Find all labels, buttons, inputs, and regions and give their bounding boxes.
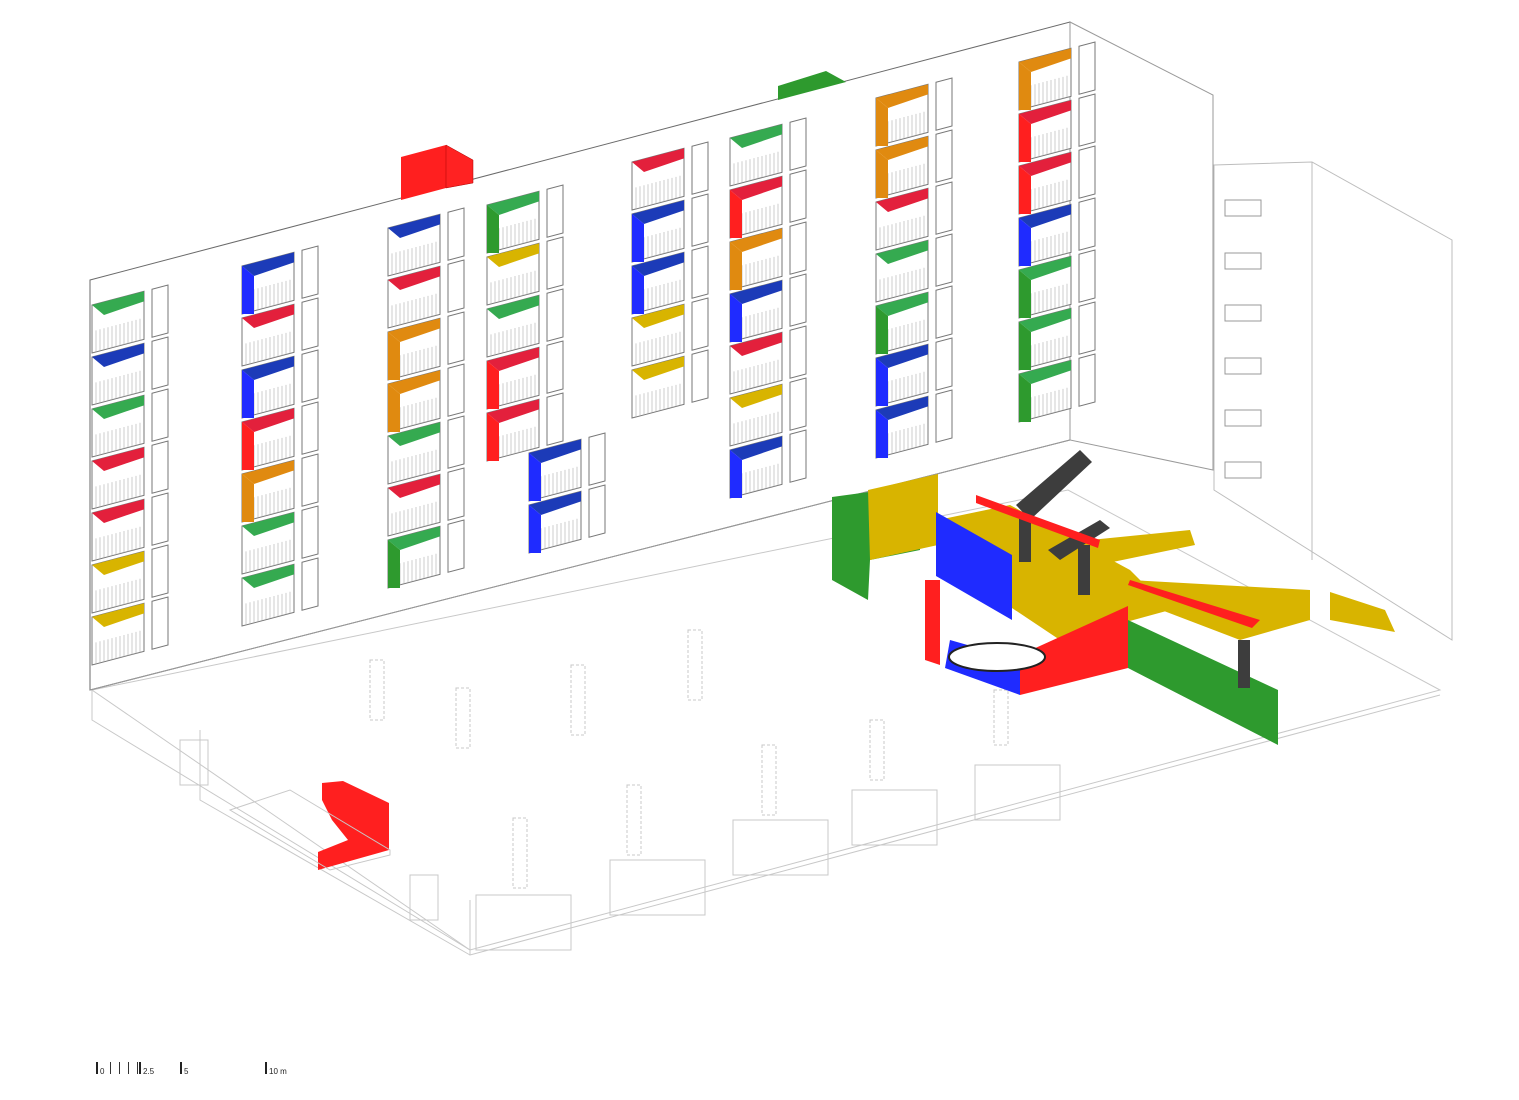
ground-floor-ghost: [90, 489, 1442, 956]
scale-tick: [128, 1062, 129, 1074]
scale-bar: 0 2.5 5 10 m: [94, 1062, 334, 1078]
rooftop-red-box: [401, 144, 474, 200]
scale-label-5: 5: [184, 1067, 189, 1076]
rooftop-green-box: [778, 71, 846, 100]
scale-tick-2-5: [139, 1062, 141, 1074]
scale-tick-10: [265, 1062, 267, 1074]
scale-label-10: 10 m: [269, 1067, 287, 1076]
main-slab: [89, 21, 1214, 691]
scale-tick-0: [96, 1062, 98, 1074]
red-stair: [228, 781, 391, 871]
scale-tick: [119, 1062, 120, 1074]
ground-floor-installation: [832, 450, 1395, 745]
scale-label-0: 0: [100, 1067, 105, 1076]
scale-tick: [110, 1062, 111, 1074]
side-tower: [1213, 161, 1453, 641]
balconies: [91, 41, 1096, 666]
scale-label-2-5: 2.5: [143, 1067, 155, 1076]
scale-tick: [137, 1062, 138, 1074]
scale-tick-5: [180, 1062, 182, 1074]
